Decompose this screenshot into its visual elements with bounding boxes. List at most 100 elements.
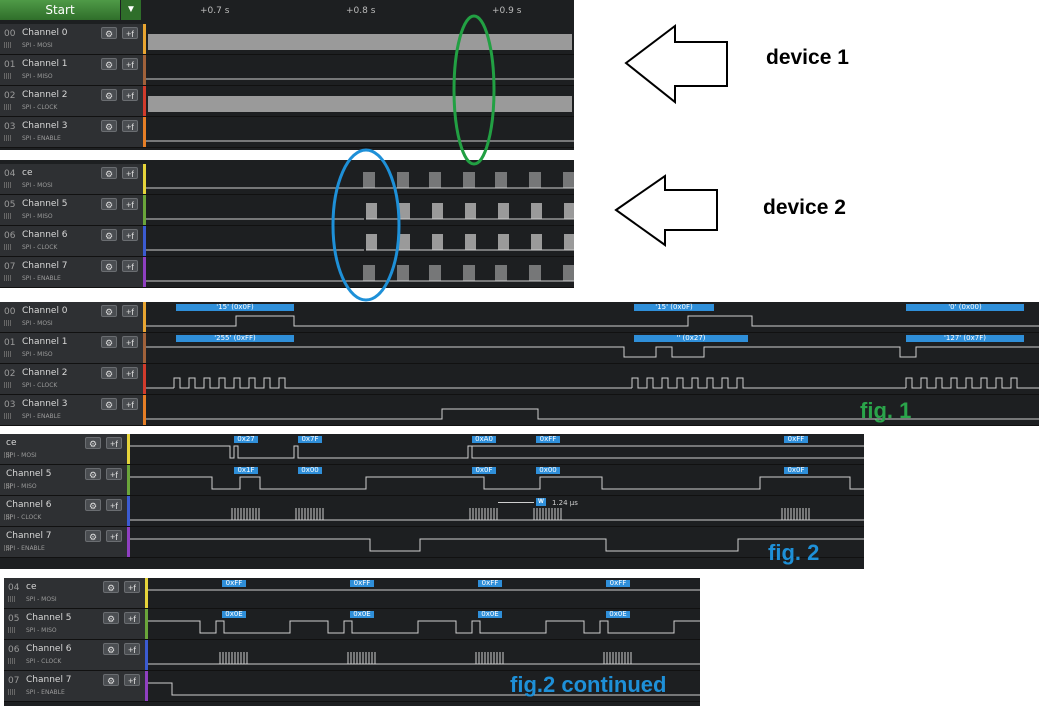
trigger-button[interactable]: +f [122,89,138,101]
channel-name[interactable]: Channel 1 [22,59,68,69]
trigger-button[interactable]: +f [122,305,138,317]
decoded-byte-label[interactable]: 0x0F [784,467,808,474]
gear-icon[interactable]: ⚙ [85,468,101,480]
gear-icon[interactable]: ⚙ [103,612,119,624]
decoded-byte-label[interactable]: '15' (0x0F) [176,304,294,311]
waveform-area[interactable] [146,333,1039,363]
drag-handle-icon[interactable] [4,135,12,141]
decoded-byte-label[interactable]: 0xA0 [472,436,496,443]
trigger-button[interactable]: +f [124,612,140,624]
waveform-area[interactable] [148,671,700,701]
trigger-button[interactable]: +f [122,260,138,272]
channel-name[interactable]: Channel 6 [22,230,68,240]
gear-icon[interactable]: ⚙ [85,530,101,542]
decoded-byte-label[interactable]: '127' (0x7F) [906,335,1024,342]
trigger-button[interactable]: +f [122,58,138,70]
decoded-byte-label[interactable]: '' (0x27) [634,335,748,342]
decoded-byte-label[interactable]: 0x0E [478,611,502,618]
trigger-button[interactable]: +f [124,674,140,686]
decoded-byte-label[interactable]: 0x1F [234,467,258,474]
waveform-area[interactable] [130,496,864,526]
decoded-byte-label[interactable]: 0xFF [478,580,502,587]
gear-icon[interactable]: ⚙ [101,305,117,317]
channel-name[interactable]: Channel 7 [26,675,72,685]
waveform-area[interactable] [130,527,864,557]
waveform-area[interactable] [146,55,574,85]
channel-name[interactable]: Channel 5 [6,469,52,479]
decoded-byte-label[interactable]: 0x00 [298,467,322,474]
waveform-area[interactable] [146,195,574,225]
drag-handle-icon[interactable] [4,382,12,388]
gear-icon[interactable]: ⚙ [101,27,117,39]
channel-name[interactable]: Channel 3 [22,121,68,131]
gear-icon[interactable]: ⚙ [101,398,117,410]
waveform-area[interactable] [146,257,574,287]
trigger-button[interactable]: +f [106,499,122,511]
drag-handle-icon[interactable] [4,452,12,458]
drag-handle-icon[interactable] [4,213,12,219]
time-ruler[interactable]: +0.7 s +0.8 s +0.9 s [144,0,574,25]
decoded-byte-label[interactable]: 0x0E [222,611,246,618]
gear-icon[interactable]: ⚙ [103,674,119,686]
waveform-area[interactable] [146,364,1039,394]
decoded-byte-label[interactable]: 0x0E [350,611,374,618]
channel-name[interactable]: Channel 7 [22,261,68,271]
decoded-byte-label[interactable]: 0x0E [606,611,630,618]
decoded-byte-label[interactable]: 0x0F [472,467,496,474]
drag-handle-icon[interactable] [8,658,16,664]
decoded-byte-label[interactable]: '15' (0x0F) [634,304,714,311]
trigger-button[interactable]: +f [106,530,122,542]
channel-name[interactable]: Channel 2 [22,368,68,378]
decoded-byte-label[interactable]: '255' (0xFF) [176,335,294,342]
channel-name[interactable]: Channel 2 [22,90,68,100]
drag-handle-icon[interactable] [4,545,12,551]
gear-icon[interactable]: ⚙ [101,89,117,101]
waveform-area[interactable] [146,24,574,54]
trigger-button[interactable]: +f [122,398,138,410]
chevron-down-icon[interactable]: ▼ [121,0,141,20]
decoded-byte-label[interactable]: 0x27 [234,436,258,443]
gear-icon[interactable]: ⚙ [85,437,101,449]
decoded-byte-label[interactable]: 0xFF [222,580,246,587]
drag-handle-icon[interactable] [4,275,12,281]
waveform-area[interactable] [146,302,1039,332]
drag-handle-icon[interactable] [4,320,12,326]
channel-name[interactable]: Channel 7 [6,531,52,541]
trigger-button[interactable]: +f [124,581,140,593]
channel-name[interactable]: Channel 3 [22,399,68,409]
channel-name[interactable]: ce [6,438,17,448]
waveform-area[interactable] [146,117,574,147]
decoded-byte-label[interactable]: 0xFF [784,436,808,443]
channel-name[interactable]: Channel 5 [26,613,72,623]
drag-handle-icon[interactable] [4,483,12,489]
channel-name[interactable]: ce [22,168,33,178]
gear-icon[interactable]: ⚙ [103,643,119,655]
trigger-button[interactable]: +f [106,437,122,449]
drag-handle-icon[interactable] [4,413,12,419]
trigger-button[interactable]: +f [106,468,122,480]
channel-name[interactable]: Channel 6 [6,500,52,510]
decoded-byte-label[interactable]: 0xFF [536,436,560,443]
waveform-area[interactable] [146,86,574,116]
trigger-button[interactable]: +f [122,198,138,210]
gear-icon[interactable]: ⚙ [101,336,117,348]
trigger-button[interactable]: +f [122,167,138,179]
drag-handle-icon[interactable] [4,244,12,250]
gear-icon[interactable]: ⚙ [101,367,117,379]
decoded-byte-label[interactable]: 0x7F [298,436,322,443]
gear-icon[interactable]: ⚙ [101,229,117,241]
start-button[interactable]: Start [0,0,120,20]
trigger-button[interactable]: +f [122,27,138,39]
drag-handle-icon[interactable] [8,596,16,602]
channel-name[interactable]: ce [26,582,37,592]
gear-icon[interactable]: ⚙ [101,167,117,179]
trigger-button[interactable]: +f [122,367,138,379]
decoded-byte-label[interactable]: 0xFF [606,580,630,587]
drag-handle-icon[interactable] [4,42,12,48]
drag-handle-icon[interactable] [8,627,16,633]
gear-icon[interactable]: ⚙ [101,198,117,210]
drag-handle-icon[interactable] [8,689,16,695]
gear-icon[interactable]: ⚙ [85,499,101,511]
decoded-byte-label[interactable]: 0xFF [350,580,374,587]
drag-handle-icon[interactable] [4,73,12,79]
